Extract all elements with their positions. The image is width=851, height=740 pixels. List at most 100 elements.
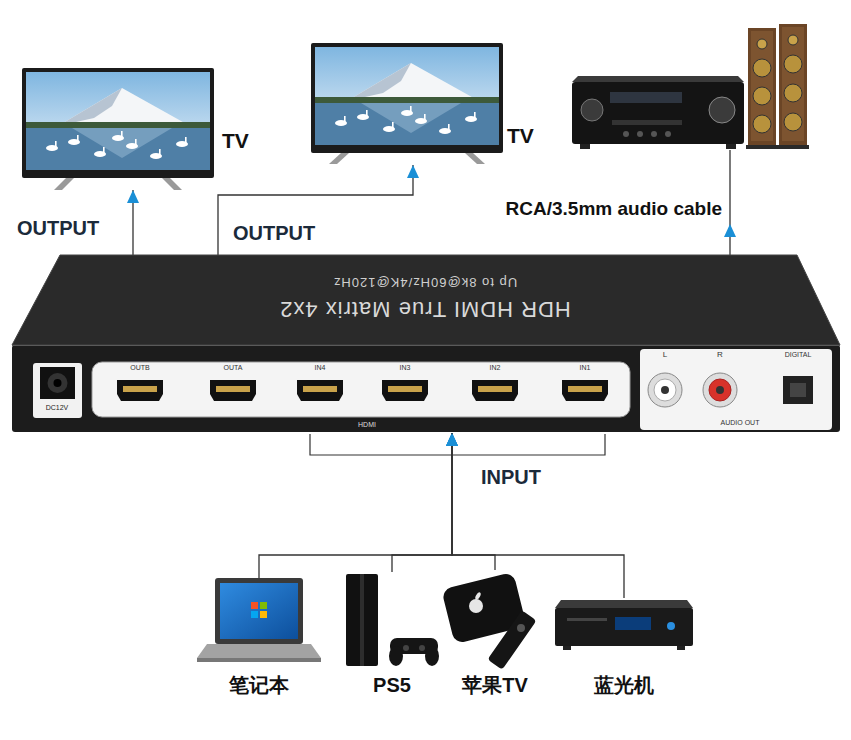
tv: TV (22, 68, 253, 190)
connector (259, 433, 458, 578)
connector-line (259, 433, 452, 578)
receiver-top (572, 76, 744, 82)
swan-neck (448, 124, 450, 130)
swan-neck (366, 110, 368, 116)
hdmi-panel (92, 362, 630, 417)
tv-frame (22, 68, 214, 178)
connector (127, 190, 139, 255)
swan-neck (424, 114, 426, 120)
speaker-front (782, 27, 804, 141)
console-stripe (360, 574, 364, 666)
controller-stick (403, 645, 409, 651)
swan-neck (77, 135, 79, 141)
rca-right-ring (709, 379, 731, 401)
connector-line (392, 433, 452, 572)
port-label: IN3 (400, 364, 411, 372)
mountain (58, 88, 190, 126)
swan-neck (344, 116, 346, 122)
rca-left-ring (654, 379, 676, 401)
connector (392, 433, 458, 572)
controller-grip (389, 646, 403, 666)
arrowhead (446, 433, 458, 446)
reflection (72, 128, 172, 158)
mountain-shade (58, 88, 122, 126)
receiver-foot (726, 144, 736, 149)
tv-label: TV (507, 124, 534, 147)
hdmi-port (562, 380, 608, 401)
tv-foot (465, 153, 485, 164)
laptop-screen (220, 583, 298, 639)
player-foot (563, 646, 571, 650)
swan-neck (474, 112, 476, 118)
speaker-front (751, 31, 773, 141)
product-spec: Up to 8k@60Hz/4K@120Hz (333, 275, 517, 289)
speaker-woofer (753, 59, 771, 77)
hdmi-contacts (388, 386, 422, 392)
housing-front (12, 345, 840, 432)
speaker-tweeter (757, 39, 767, 49)
swan-neck (410, 106, 412, 112)
console-icon (340, 572, 445, 668)
port-label: IN4 (315, 364, 326, 372)
treeline (26, 122, 210, 128)
power-light (667, 622, 675, 630)
remote (487, 610, 536, 669)
receiver-display (610, 92, 682, 103)
player-display (615, 617, 651, 630)
receiver-knob (581, 99, 603, 121)
port-label: OUTA (224, 364, 243, 372)
dc-jack-ring (48, 373, 68, 393)
receiver-button (637, 131, 643, 137)
logo-tile (251, 602, 258, 609)
media-box-icon (443, 570, 548, 672)
tv: TV (311, 43, 538, 165)
device-name: 蓝光机 (594, 674, 654, 696)
arrowhead (446, 433, 458, 446)
edge-label: OUTPUT (17, 217, 99, 239)
reflection (361, 103, 461, 133)
port-label: DIGITAL (785, 351, 812, 359)
game-console: PS5 (340, 572, 445, 700)
audio-panel (640, 349, 832, 430)
laptop-base (197, 644, 321, 658)
rca-pin (716, 386, 724, 394)
player-foot (677, 646, 685, 650)
hdmi-contacts (478, 386, 512, 392)
swan-neck (159, 149, 161, 155)
logo-tile (251, 611, 258, 618)
remote-button (517, 624, 525, 632)
console-body (346, 574, 378, 666)
panel-label: AUDIO OUT (721, 419, 760, 427)
device-name: PS5 (373, 674, 411, 696)
controller-stick (419, 645, 425, 651)
receiver-body (572, 82, 744, 144)
swan-neck (121, 131, 123, 137)
rca-right (703, 373, 737, 407)
connector (446, 433, 495, 570)
receiver-button (665, 131, 671, 137)
laptop-lid (215, 578, 303, 644)
swan-neck (103, 147, 105, 153)
lake (315, 103, 499, 145)
treeline (315, 97, 499, 103)
tv-label: TV (222, 129, 249, 152)
player-top (555, 600, 693, 608)
speaker-woofer (784, 55, 802, 73)
logo-tile (260, 611, 267, 618)
player-icon (553, 598, 695, 654)
hdmi-matrix: HDR HDMI True Matrix 4x2 Up to 8k@60Hz/4K… (10, 250, 842, 433)
tv-illustration (22, 68, 217, 192)
edge-label: OUTPUT (233, 222, 315, 244)
housing-edge (12, 345, 840, 346)
port-label: DC12V (46, 404, 69, 412)
speaker-woofer (753, 115, 771, 133)
lake (26, 128, 210, 170)
arrowhead (407, 165, 419, 178)
dc-plate (33, 363, 82, 418)
swan-neck (392, 122, 394, 128)
channel-label: R (717, 351, 723, 360)
product-title: HDR HDMI True Matrix 4x2 (279, 297, 571, 321)
hdmi-port (382, 380, 428, 401)
edge-label: INPUT (481, 466, 541, 488)
tv-frame (311, 43, 503, 153)
